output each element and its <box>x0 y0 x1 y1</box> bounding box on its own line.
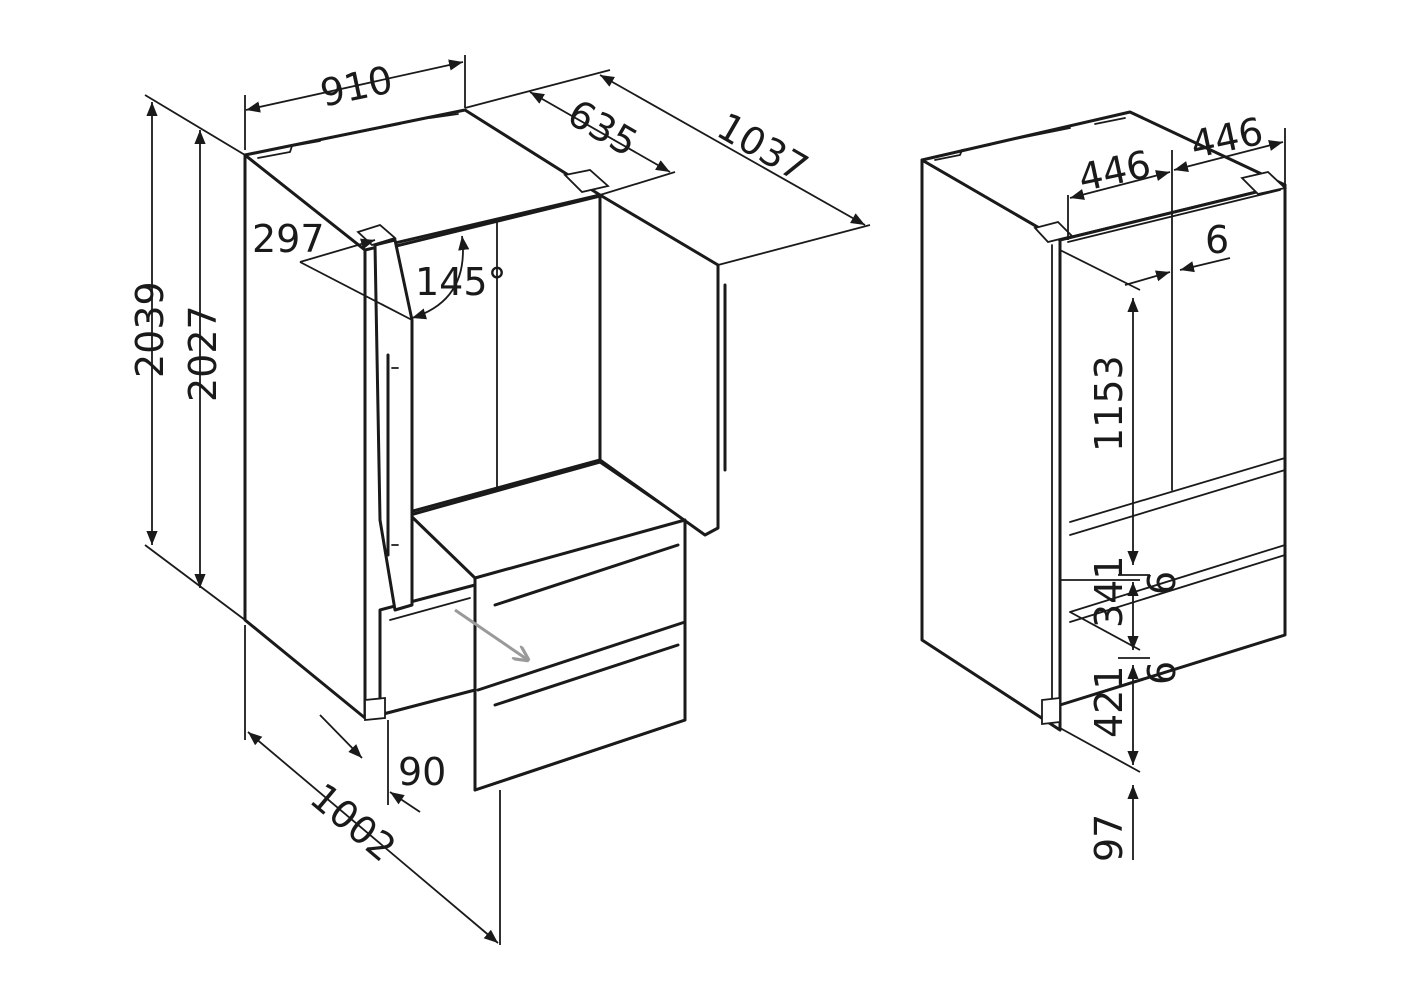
dim-drawer-depth-label: 1002 <box>302 775 404 871</box>
dim-line-gap-top-b <box>1179 257 1231 273</box>
closed-top-detail <box>934 117 1126 161</box>
dim-height-total-label: 2039 <box>128 281 172 378</box>
lower-drawer-handle <box>493 643 680 707</box>
top-front-line <box>1067 189 1281 243</box>
dim-gap-low-label: 6 <box>1140 661 1184 685</box>
left-view-fridge <box>243 108 727 792</box>
dim-gap-mid-label: 6 <box>1140 571 1184 595</box>
dim-line-door-width-right <box>1173 140 1284 172</box>
front-lower-line <box>1069 544 1286 613</box>
front-lower-line2 <box>1069 554 1286 623</box>
dim-line-depth-door <box>599 74 866 226</box>
dim-width-label: 910 <box>316 57 396 115</box>
dim-arc-door-angle <box>411 235 470 320</box>
fridge-foot <box>364 697 386 721</box>
drawer-housing-divider <box>389 597 471 621</box>
top-edge-detail <box>257 113 459 159</box>
dim-line-door-width-left <box>1069 170 1171 200</box>
front-middle-line <box>1069 469 1286 536</box>
dim-line-width <box>245 59 464 113</box>
dim-plinth-label: 97 <box>1087 814 1131 862</box>
upper-drawer-handle <box>493 543 680 607</box>
dim-middle-drawer-label: 341 <box>1087 555 1131 628</box>
dim-door-offset-label: 297 <box>252 217 325 261</box>
dim-depth-label: 635 <box>560 91 645 165</box>
dim-door-width-right-label: 446 <box>1187 109 1267 167</box>
dim-line-drawer-offset-a <box>319 714 363 759</box>
closed-fridge-side <box>920 158 1062 732</box>
dim-gap-top-label: 6 <box>1205 218 1229 262</box>
dim-line-drawer-depth <box>247 731 499 944</box>
drawer-front-divider <box>476 620 687 692</box>
left-door-open <box>373 238 414 612</box>
dim-line-door-offset <box>299 238 376 263</box>
dim-line-drawer-offset-b <box>389 791 421 813</box>
dim-height-body-label: 2027 <box>181 305 225 402</box>
hinge-closed-right <box>1240 171 1287 195</box>
dim-drawer-offset-label: 90 <box>398 750 446 794</box>
closed-foot <box>1041 696 1061 726</box>
dim-lower-drawer-label: 421 <box>1087 665 1131 738</box>
dim-door-angle-label: 145° <box>415 260 507 304</box>
dim-depth-door-label: 1037 <box>710 104 816 190</box>
right-door-open <box>598 193 720 537</box>
drawer-pull-arrow <box>454 608 528 660</box>
front-upper-line <box>1069 457 1286 523</box>
dim-upper-height-label: 1153 <box>1087 355 1131 452</box>
hinge-closed-left <box>1033 220 1074 244</box>
right-view-dimensions: 446 446 6 1153 6 341 6 421 97 <box>1059 109 1286 862</box>
dim-line-gap-top-a <box>1124 270 1171 286</box>
